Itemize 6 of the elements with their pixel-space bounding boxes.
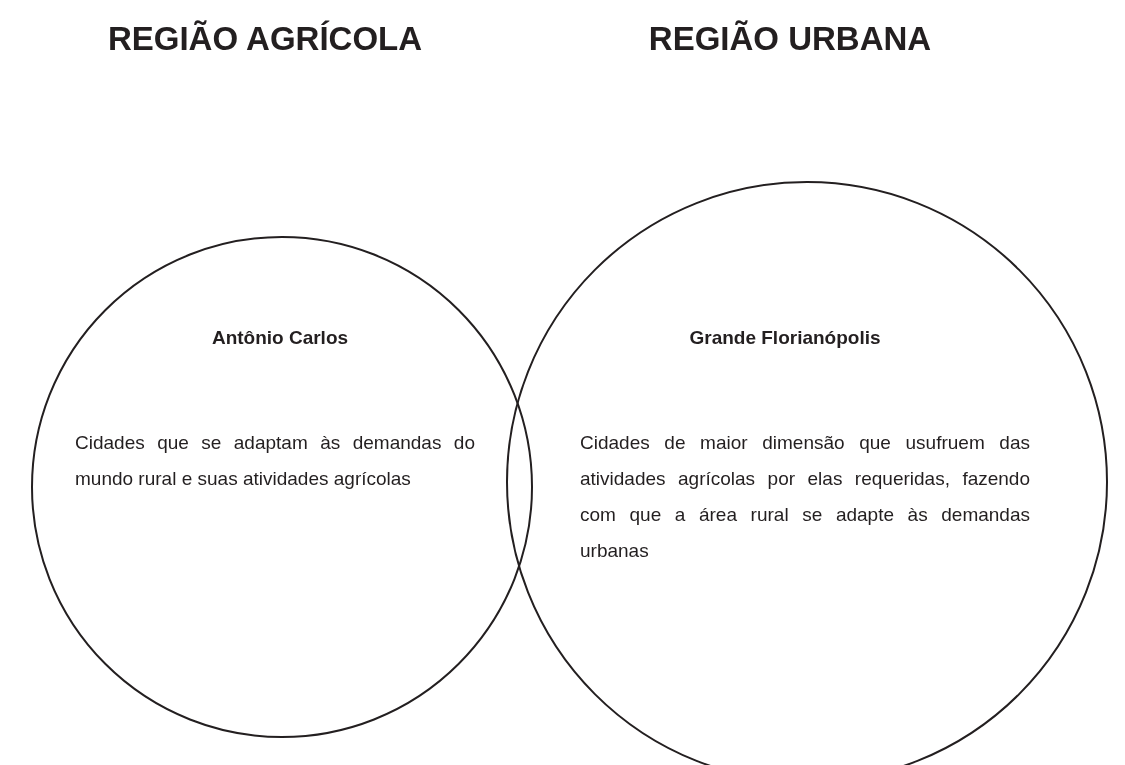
description-text: Cidades que se adaptam às demandas do mundo rural e suas atividades agrícolas — [75, 431, 475, 491]
place-name: Grande Florianópolis — [688, 327, 882, 349]
place-name: Antônio Carlos — [210, 327, 350, 349]
region-heading: REGIÃO AGRÍCOLA — [107, 20, 423, 58]
description-text: Cidades de maior dimensão que usufruem das atividades agrícolas por elas requeridas, fazendo com que a área rural se adapte às demandas urbanas — [580, 431, 1030, 563]
region-heading: REGIÃO URBANA — [648, 20, 932, 58]
